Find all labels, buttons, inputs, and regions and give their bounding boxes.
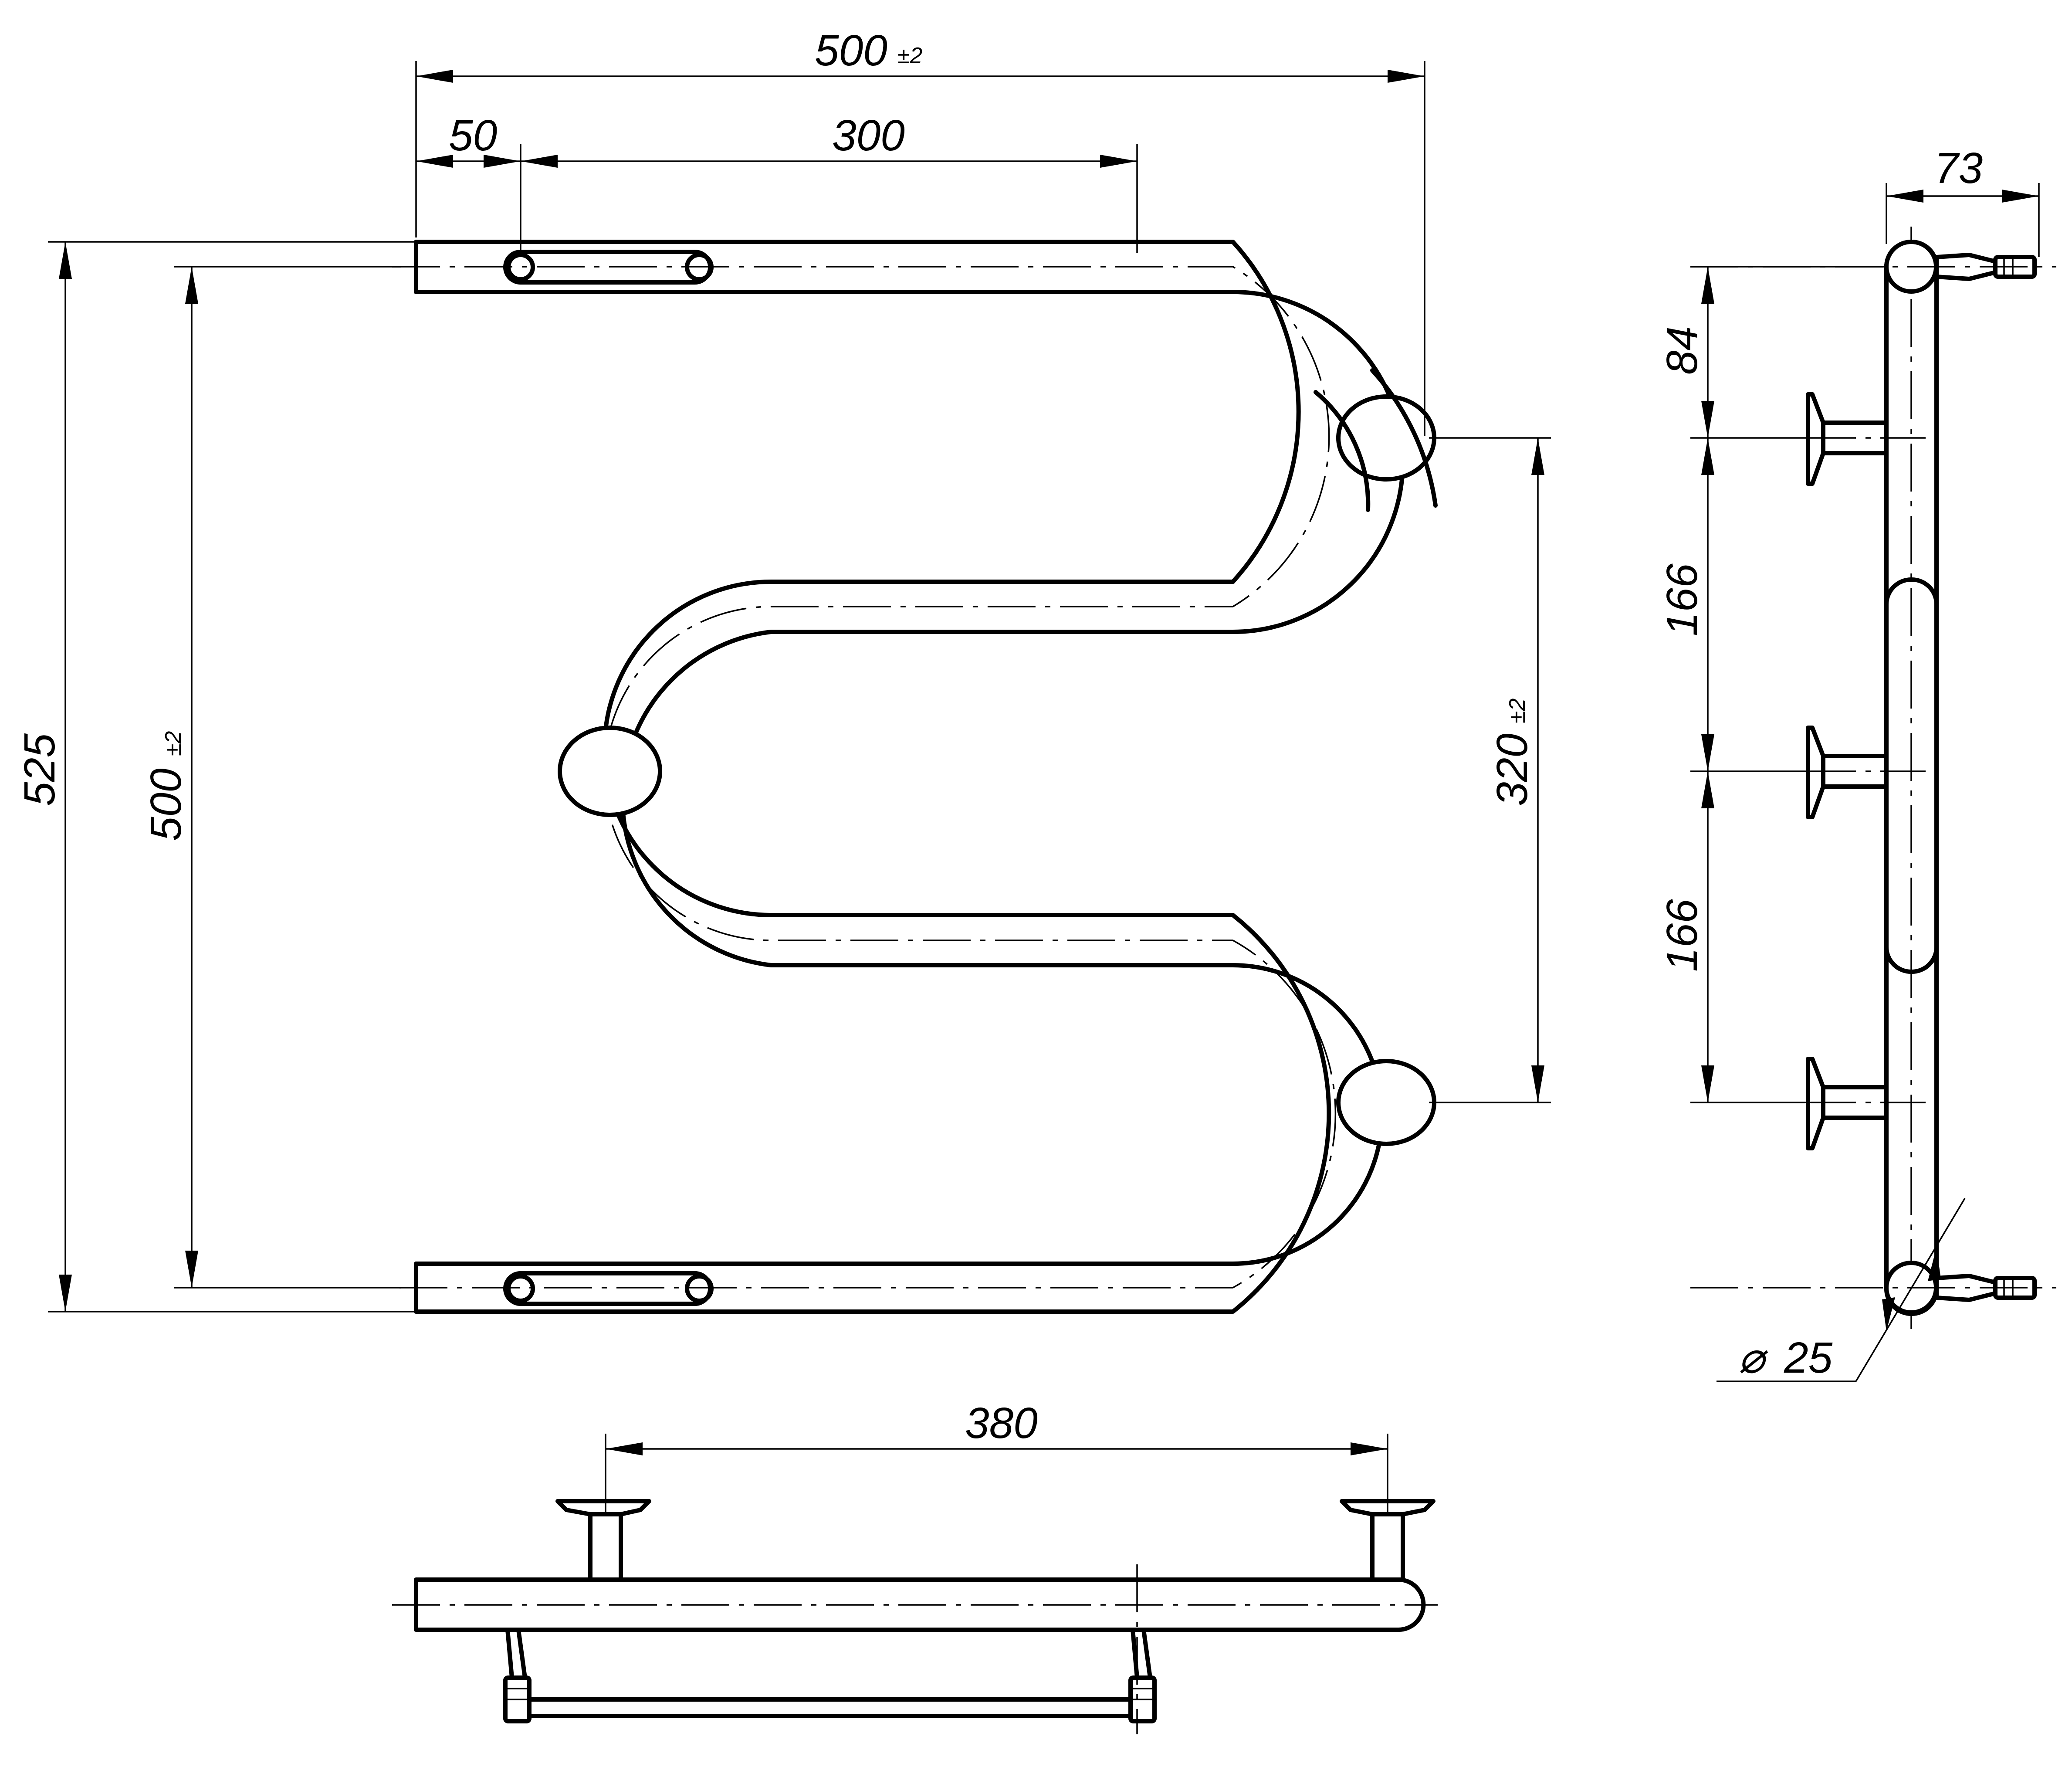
bottom-rail bbox=[527, 1697, 1133, 1718]
side-bracket-1 bbox=[1806, 392, 1926, 486]
side-bracket-2 bbox=[1806, 726, 1926, 819]
tube-centerline bbox=[392, 266, 1337, 1289]
front-dimensions bbox=[59, 70, 1544, 1312]
mount-hole-bottom-right bbox=[685, 1274, 714, 1303]
mount-hole-top-right bbox=[685, 253, 714, 281]
bottom-view: 380 bbox=[392, 1399, 1438, 1734]
diameter-symbol: ⌀ bbox=[1738, 1333, 1768, 1382]
dim-depth: 73 bbox=[1934, 144, 1983, 193]
mount-slot-bottom bbox=[503, 1271, 712, 1306]
dim-gap-low: 166 bbox=[1658, 899, 1706, 972]
dim-center-height: 500 bbox=[142, 768, 190, 841]
front-dimension-labels: 500 ±2 50 300 525 500 ±2 320 ±2 bbox=[15, 26, 1537, 841]
dim-bottom-span: 380 bbox=[965, 1399, 1038, 1448]
side-view bbox=[1690, 183, 2056, 1382]
dim-bracket-spacing: 320 bbox=[1488, 733, 1537, 806]
dim-first-offset: 50 bbox=[449, 111, 497, 160]
dim-hole-spacing: 300 bbox=[832, 111, 905, 160]
side-dimension-labels: 73 84 166 166 ⌀ 25 bbox=[1658, 144, 1983, 1382]
mount-slot-top bbox=[503, 250, 712, 285]
serpentine-tube-outer bbox=[414, 240, 1331, 1314]
mount-hole-bottom-left bbox=[506, 1274, 535, 1303]
dim-gap-top: 84 bbox=[1658, 326, 1706, 375]
dim-overall-width: 500 bbox=[815, 26, 887, 75]
wall-bracket-front-2 bbox=[558, 726, 662, 817]
bottom-connector-left bbox=[503, 1628, 532, 1723]
side-bracket-3 bbox=[1806, 1057, 1926, 1150]
dim-overall-width-tol: ±2 bbox=[897, 43, 923, 68]
bottom-bracket-left bbox=[555, 1499, 651, 1582]
dim-overall-height: 525 bbox=[15, 733, 64, 806]
front-view bbox=[48, 61, 1551, 1314]
dim-gap-mid: 166 bbox=[1658, 563, 1706, 636]
dim-bracket-spacing-tol: ±2 bbox=[1505, 698, 1530, 723]
dim-pipe-diameter: 25 bbox=[1784, 1333, 1833, 1382]
bottom-connector-right bbox=[1128, 1628, 1157, 1723]
mount-hole-top-left bbox=[506, 253, 535, 281]
wall-bracket-front-3 bbox=[1336, 1059, 1436, 1146]
dim-center-height-tol: ±2 bbox=[161, 731, 186, 756]
